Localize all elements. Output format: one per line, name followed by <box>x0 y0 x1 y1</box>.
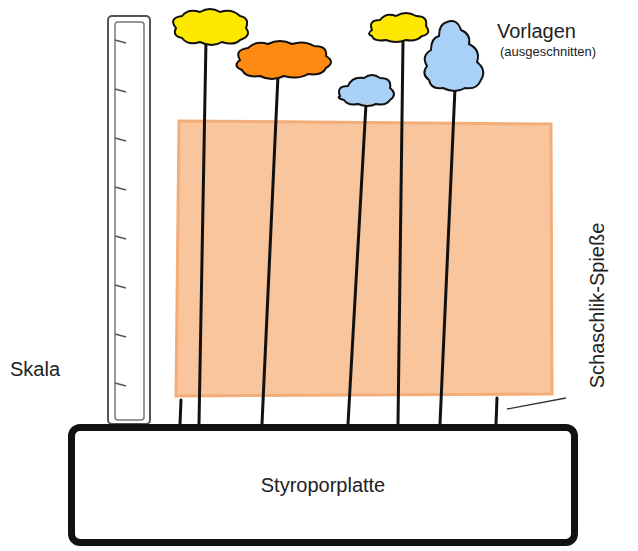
ruler-scale <box>108 16 150 424</box>
leader-line <box>507 398 566 409</box>
templates-note: (ausgeschnitten) <box>500 44 596 59</box>
foam-board: Styroporplatte <box>68 424 578 546</box>
node-text: Styroporplatte <box>261 474 386 497</box>
cutout-templates <box>173 9 483 106</box>
templates-label: Vorlagen <box>497 20 576 43</box>
skewers <box>180 40 497 424</box>
skewers-label: Schaschlik-Spieße <box>587 222 610 388</box>
scale-label: Skala <box>10 358 60 381</box>
